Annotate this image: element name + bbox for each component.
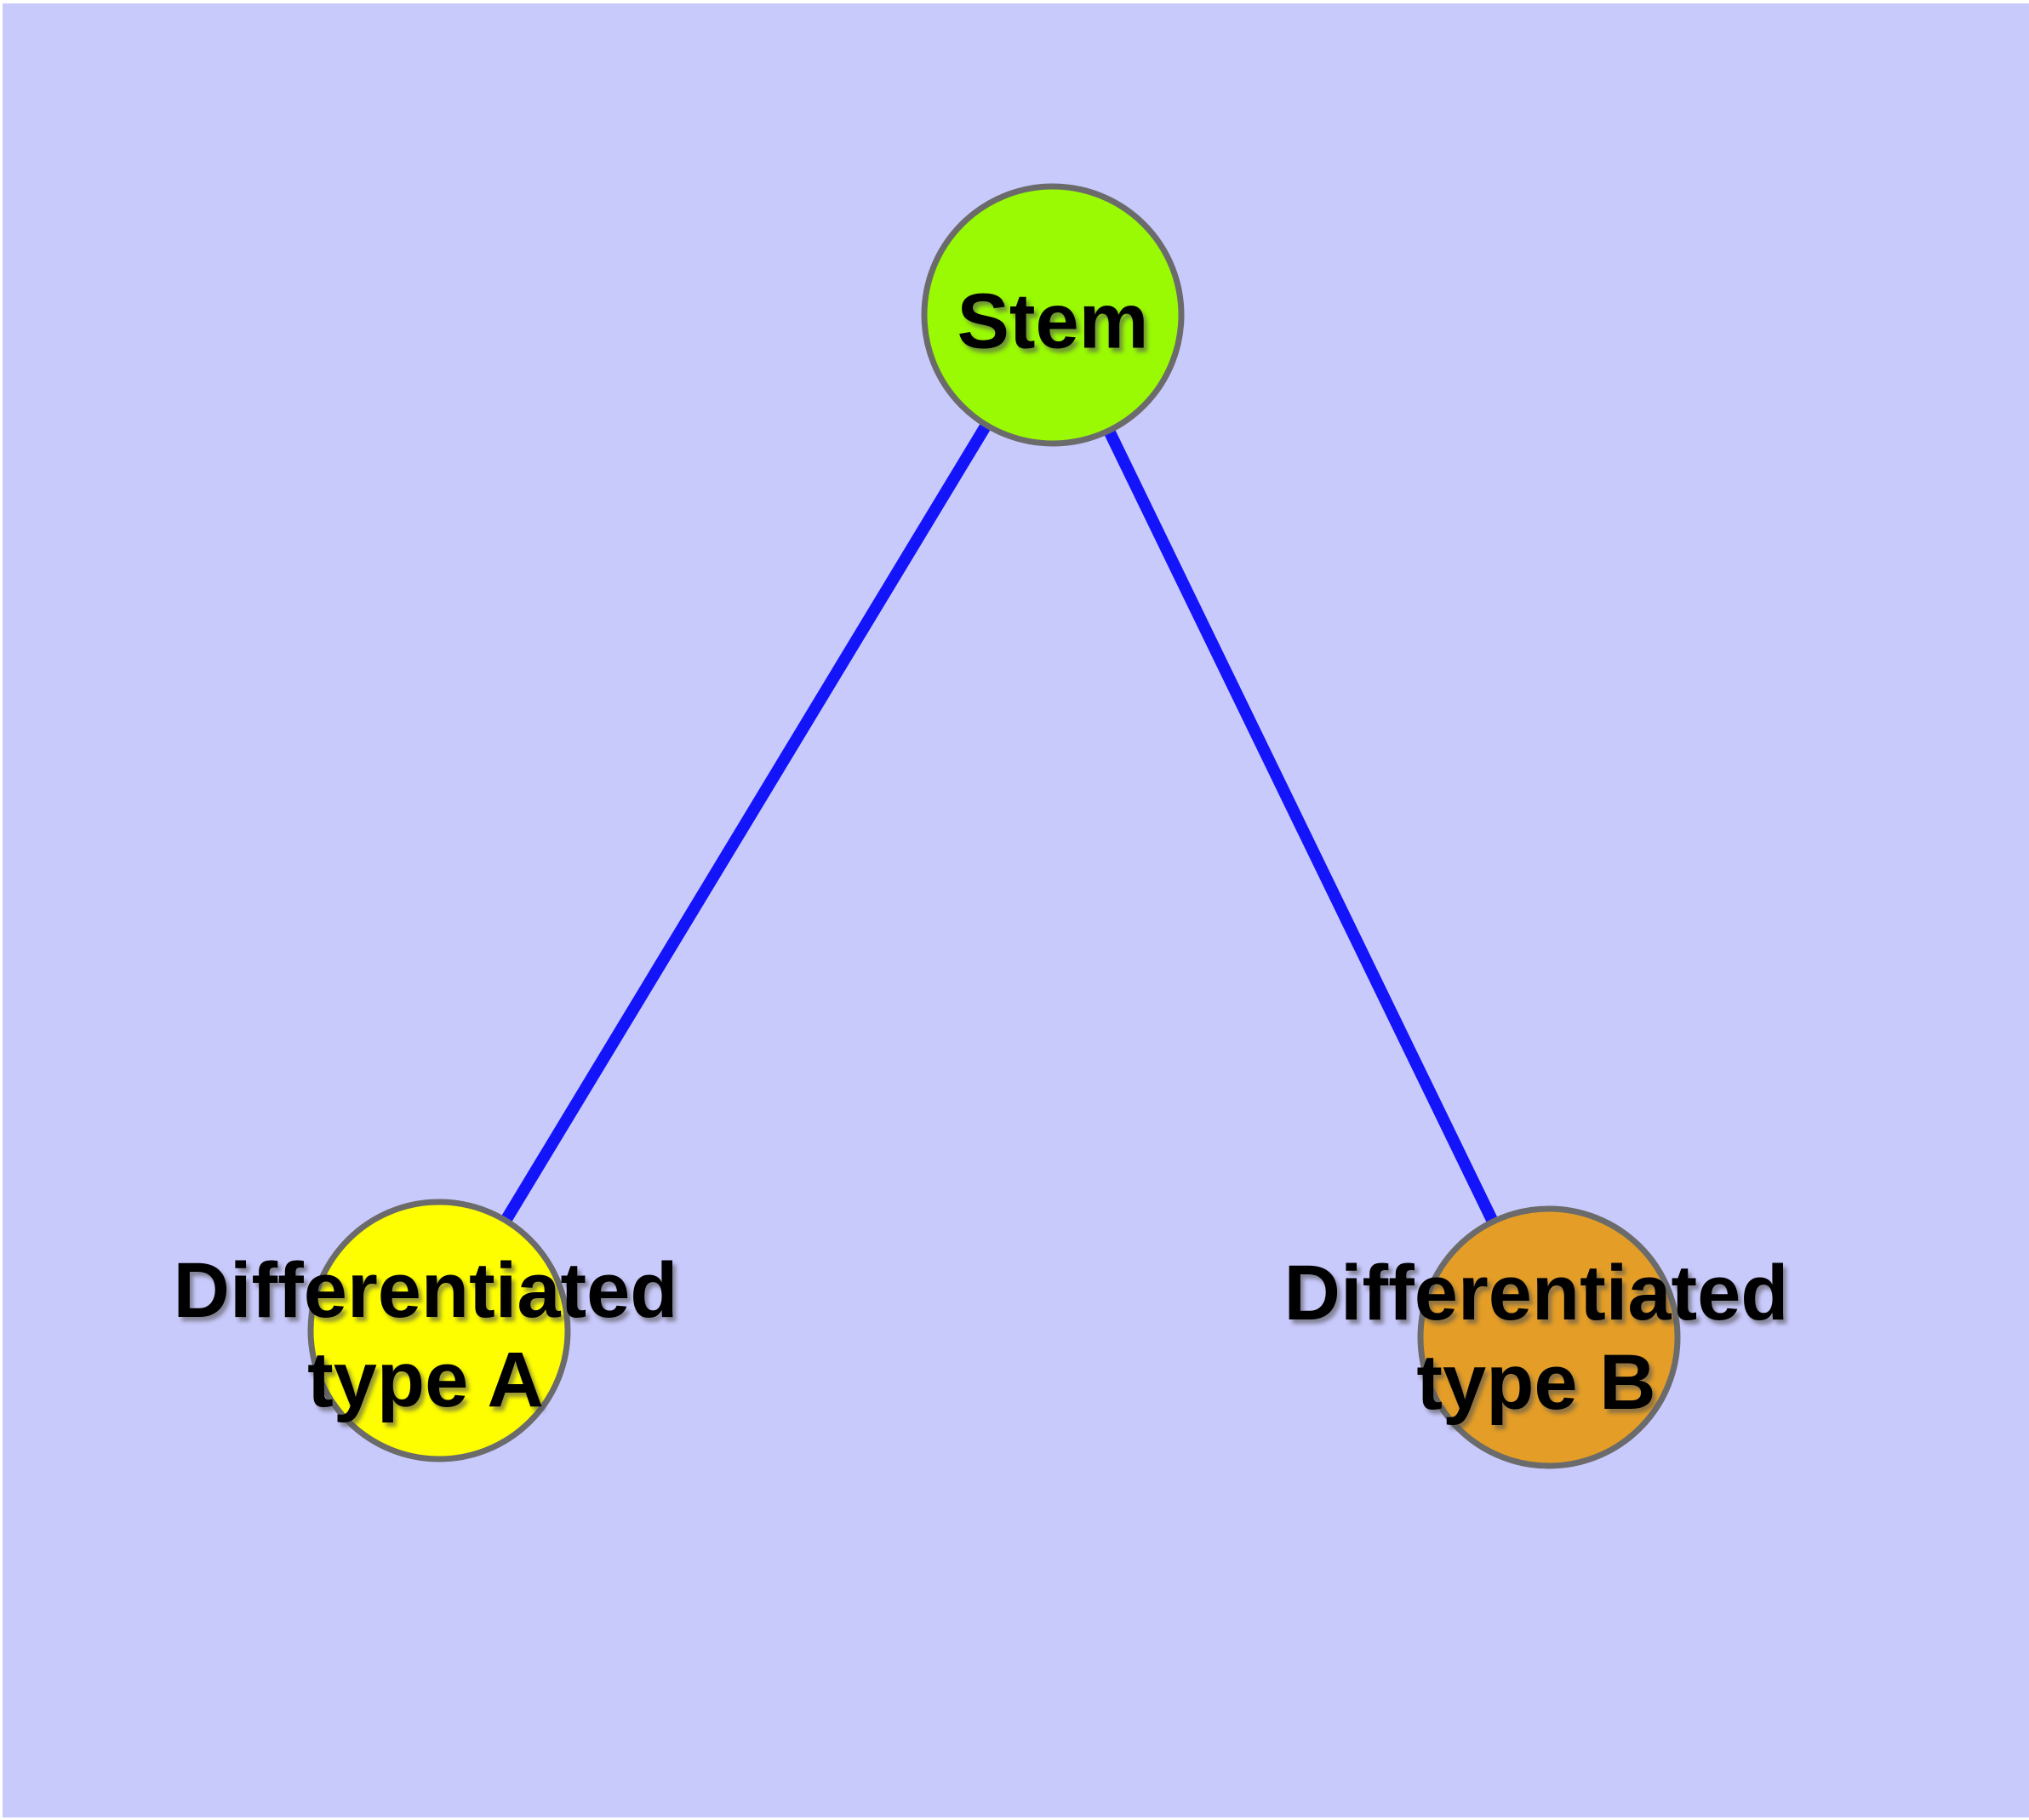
node-differentiated-type-b-circle bbox=[1417, 1205, 1681, 1469]
edge-stem-to-type-a bbox=[434, 312, 1058, 1334]
node-stem-circle bbox=[921, 183, 1185, 447]
edge-stem-to-type-b bbox=[1047, 312, 1555, 1341]
node-differentiated-type-a-circle bbox=[307, 1199, 571, 1462]
